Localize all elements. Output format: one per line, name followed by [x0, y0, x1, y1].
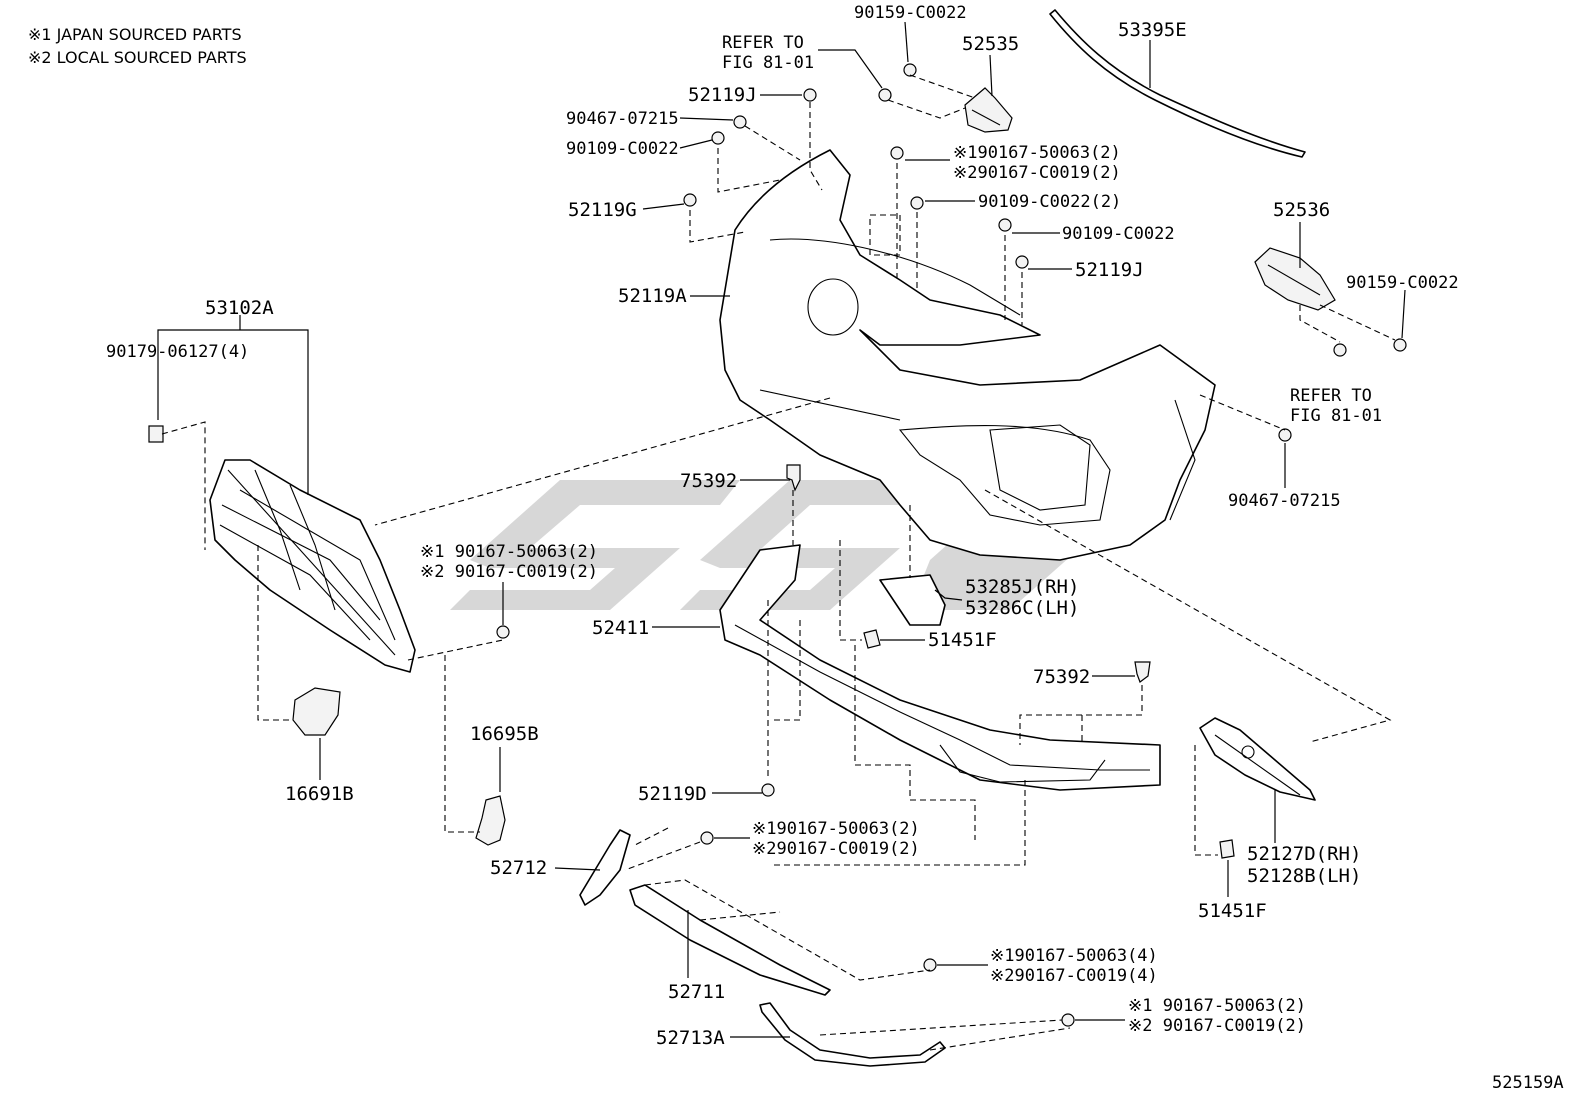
- label-90467-top: 90467-07215: [566, 109, 679, 129]
- label-90179: 90179-06127(4): [106, 342, 249, 362]
- label-refer-a2: FIG 81-01: [722, 53, 814, 73]
- screw-90167-mid: [496, 625, 510, 639]
- assembly-dashes: [161, 74, 1396, 1051]
- screw-90167-bot: [1061, 1013, 1075, 1027]
- label-52119d: 52119D: [638, 783, 707, 805]
- molding-52713a: [759, 1002, 946, 1067]
- label-90159-top: 90159-C0022: [854, 3, 967, 23]
- label-90167-four-1: ※190167-50063(4): [990, 946, 1158, 966]
- bracket-16691b: [292, 687, 341, 736]
- label-90467-right: 90467-07215: [1228, 491, 1341, 511]
- clip-90467-top: [733, 115, 747, 129]
- screw-90159-top: [903, 63, 917, 77]
- clip-51451f-mid: [863, 629, 881, 649]
- label-52119j-top: 52119J: [688, 84, 757, 106]
- label-75392-top: 75392: [680, 470, 737, 492]
- label-53102a: 53102A: [205, 297, 274, 319]
- label-53285j: 53285J(RH): [965, 576, 1079, 598]
- screw-refer-top: [878, 88, 892, 102]
- label-53286c: 53286C(LH): [965, 597, 1079, 619]
- clip-52119d: [761, 783, 775, 797]
- clip-51451f-right: [1219, 839, 1235, 859]
- label-90109-mid: 90109-C0022: [1062, 224, 1175, 244]
- spoiler-52411: [719, 544, 1161, 791]
- grille-53102a: [209, 459, 416, 673]
- label-52119g: 52119G: [568, 199, 637, 221]
- figure-code: 525159A: [1492, 1073, 1564, 1093]
- panel-52712: [579, 829, 631, 906]
- label-16695b: 16695B: [470, 723, 539, 745]
- label-52127d: 52127D(RH): [1247, 843, 1361, 865]
- clip-52119g: [683, 193, 697, 207]
- note-local-sourced: ※2 LOCAL SOURCED PARTS: [28, 48, 247, 67]
- leader-lines: [157, 21, 1406, 1038]
- screw-90109-2: [910, 196, 924, 210]
- bracket-52535: [964, 87, 1013, 133]
- panel-52711: [629, 884, 831, 996]
- label-90167-four-2: ※290167-C0019(4): [990, 966, 1158, 986]
- clip-90467-right: [1278, 428, 1292, 442]
- fasteners: [496, 63, 1407, 1027]
- part-labels: 90159-C0022 REFER TO FIG 81-01 52535 533…: [106, 3, 1564, 1093]
- label-52535: 52535: [962, 33, 1019, 55]
- label-90167-bot-1: ※1 90167-50063(2): [1128, 996, 1306, 1016]
- label-16691b: 16691B: [285, 783, 354, 805]
- label-52411: 52411: [592, 617, 649, 639]
- screw-90109-mid: [998, 218, 1012, 232]
- screw-90167-top: [890, 146, 904, 160]
- label-52711: 52711: [668, 981, 725, 1003]
- label-refer-b2: FIG 81-01: [1290, 406, 1382, 426]
- cover-53285j: [879, 574, 946, 626]
- label-52713a: 52713A: [656, 1027, 725, 1049]
- clip-75392-top: [786, 464, 801, 492]
- screw-90167-four: [923, 958, 937, 972]
- label-52119a: 52119A: [618, 285, 687, 307]
- bracket-52536: [1254, 247, 1336, 311]
- label-52712: 52712: [490, 857, 547, 879]
- label-90167-low-1: ※190167-50063(2): [752, 819, 920, 839]
- label-52119j-mid: 52119J: [1075, 259, 1144, 281]
- label-refer-a1: REFER TO: [722, 33, 804, 53]
- label-90109-top: 90109-C0022: [566, 139, 679, 159]
- screw-90159-right: [1393, 338, 1407, 352]
- label-52128b: 52128B(LH): [1247, 865, 1361, 887]
- note-japan-sourced: ※1 JAPAN SOURCED PARTS: [28, 25, 242, 44]
- label-52536: 52536: [1273, 199, 1330, 221]
- label-90159-right: 90159-C0022: [1346, 273, 1459, 293]
- label-51451f-mid: 51451F: [928, 629, 997, 651]
- label-90167-mid-1: ※1 90167-50063(2): [420, 542, 598, 562]
- clip-52119j-top: [803, 88, 817, 102]
- fog-cover-52127d: [1199, 717, 1316, 801]
- label-90167-bot-2: ※2 90167-C0019(2): [1128, 1016, 1306, 1036]
- label-refer-b1: REFER TO: [1290, 386, 1372, 406]
- label-75392-right: 75392: [1033, 666, 1090, 688]
- screw-refer-right: [1333, 343, 1347, 357]
- label-90167-top-2: ※290167-C0019(2): [953, 163, 1121, 183]
- notes-block: ※1 JAPAN SOURCED PARTS ※2 LOCAL SOURCED …: [28, 25, 247, 67]
- label-90167-top-1: ※190167-50063(2): [953, 143, 1121, 163]
- label-51451f-right: 51451F: [1198, 900, 1267, 922]
- label-90167-low-2: ※290167-C0019(2): [752, 839, 920, 859]
- molding-53395e: [1049, 9, 1306, 158]
- label-90109-2: 90109-C0022(2): [978, 192, 1121, 212]
- label-90167-mid-2: ※2 90167-C0019(2): [420, 562, 598, 582]
- screw-90109-top: [711, 131, 725, 145]
- label-53395e: 53395E: [1118, 19, 1187, 41]
- screw-90167-low: [700, 831, 714, 845]
- clip-52119j-mid: [1015, 255, 1029, 269]
- bracket-16695b: [475, 795, 506, 846]
- clip-75392-right: [1134, 661, 1151, 683]
- clip-90179: [148, 425, 164, 443]
